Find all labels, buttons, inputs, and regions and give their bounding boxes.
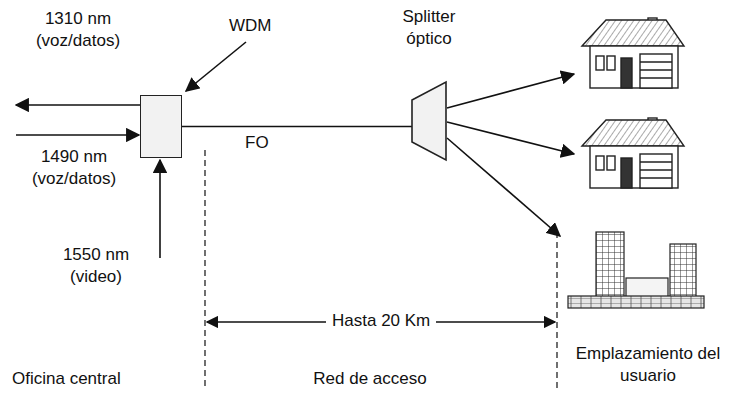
boundary-line <box>556 232 557 388</box>
pointer-arrow <box>186 42 246 91</box>
drop-fiber <box>447 122 574 154</box>
house-icon <box>582 118 684 188</box>
video-arrow <box>159 160 161 258</box>
drop-fiber <box>447 74 574 108</box>
wdm-box: WDM <box>140 95 182 158</box>
downstream-arrow <box>16 134 139 136</box>
wavelength-label: 1490 nm (voz/datos) <box>18 146 130 190</box>
building-icon <box>568 232 704 308</box>
wavelength-label: 1310 nm (voz/datos) <box>22 8 134 52</box>
zone-label: Emplazamiento del usuario <box>556 343 740 387</box>
splitter-shape: Splitter óptico <box>412 82 446 160</box>
splitter-outline <box>412 82 446 160</box>
wavelength-label: 1550 nm (video) <box>40 244 152 288</box>
distance-label: Hasta 20 Km <box>326 310 436 332</box>
zone-label: Oficina central <box>12 368 192 390</box>
node-label: Splitter óptico <box>384 6 474 50</box>
drop-fiber <box>447 138 560 236</box>
boundary-line <box>204 150 205 388</box>
upstream-arrow <box>16 104 140 106</box>
splitter-outline <box>412 82 446 160</box>
node-label: WDM <box>229 15 271 37</box>
zone-label: Red de acceso <box>300 368 440 390</box>
fiber-link <box>182 126 412 128</box>
house-icon <box>582 18 684 88</box>
link-label: FO <box>245 132 269 154</box>
